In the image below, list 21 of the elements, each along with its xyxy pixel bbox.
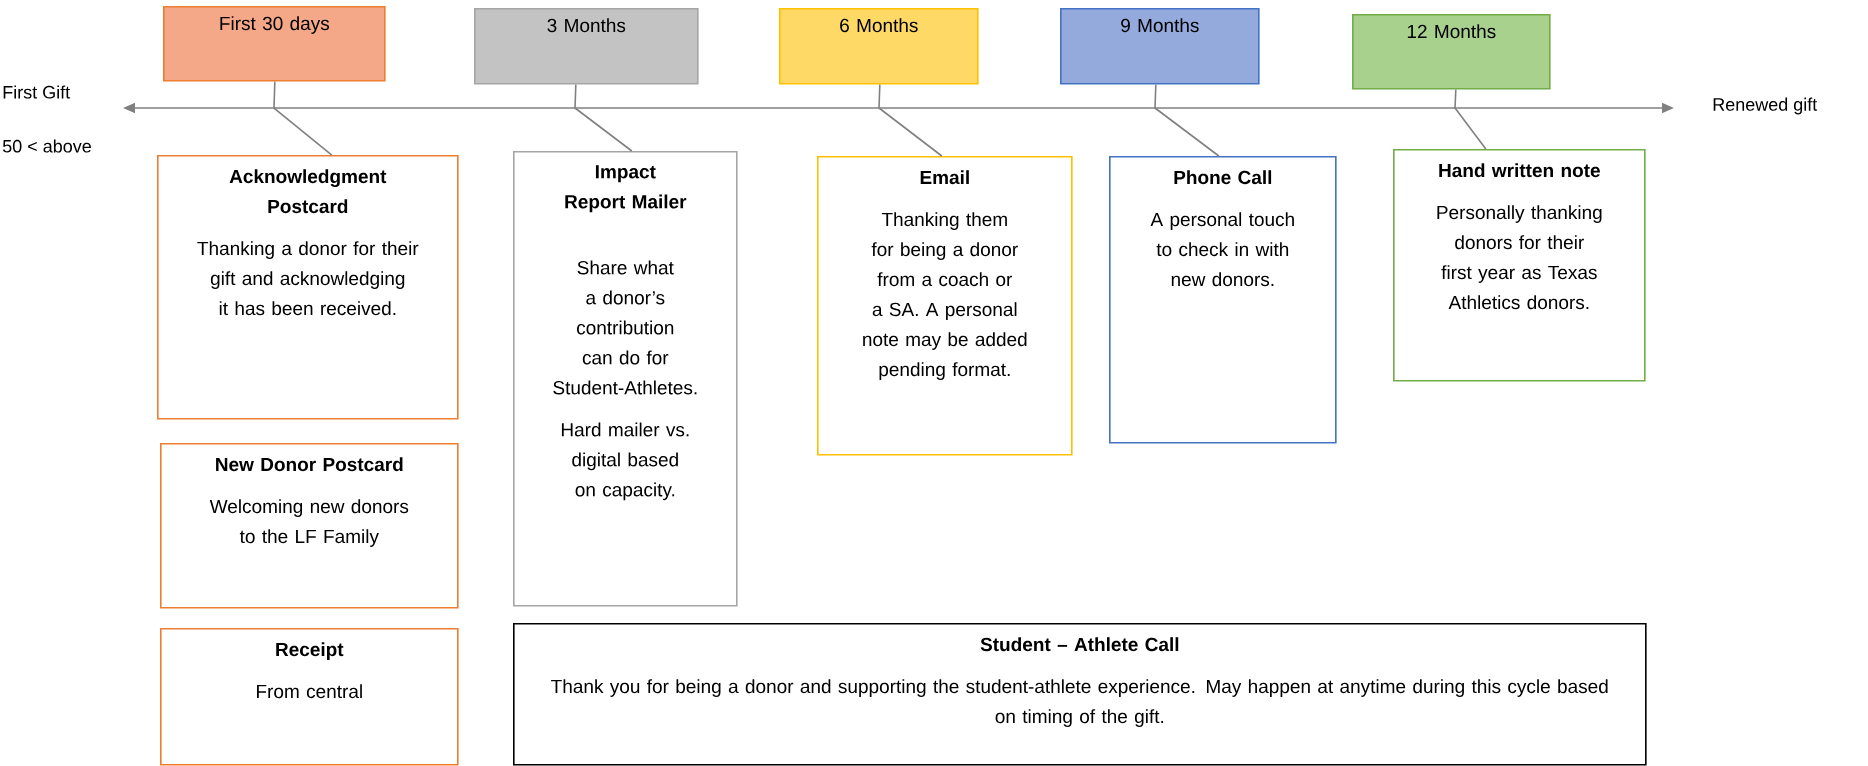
timeline-header-box: 6 Months — [779, 8, 979, 85]
text-box: Phone Call A personal touch to check in with new donors. — [1109, 156, 1337, 444]
timeline-header-box: First 30 days — [163, 6, 386, 82]
text-box: Student – Athlete Call Thank you for being a donor and supporting the student-athlete experience. May happen at anytime during this cycle based on timing of the gift. — [513, 623, 1647, 766]
text-box: Email Thanking them for being a donor from a coach or a SA. A personal note may be added pending format. — [817, 156, 1073, 456]
text-box: Receipt From central — [160, 628, 459, 766]
connector-line — [574, 83, 633, 152]
axis-label: Renewed gift — [1713, 97, 1818, 115]
text-box: Hand written note Personally thanking donors for their first year as Texas Athletics donors. — [1393, 149, 1646, 382]
axis-label: 50 < above — [2, 139, 91, 153]
text-box: Impact Report Mailer Share what a donor’s contribution can do for Student-Athletes. Hard mailer vs. digital based on capacity. — [513, 151, 738, 607]
timeline-header-box: 3 Months — [474, 8, 699, 85]
connector-line — [273, 80, 333, 156]
connector-line — [1154, 83, 1220, 157]
axis-label: First Gift — [3, 85, 71, 99]
connector-line — [878, 83, 943, 157]
connector-line — [1454, 88, 1487, 150]
text-box: New Donor Postcard Welcoming new donors to the LF Family — [160, 443, 459, 609]
timeline-header-box: 9 Months — [1060, 8, 1260, 85]
text-box: Acknowledgment Postcard Thanking a donor for their gift and acknowledging it has been received. — [157, 155, 459, 420]
timeline-header-box: 12 Months — [1352, 14, 1551, 90]
